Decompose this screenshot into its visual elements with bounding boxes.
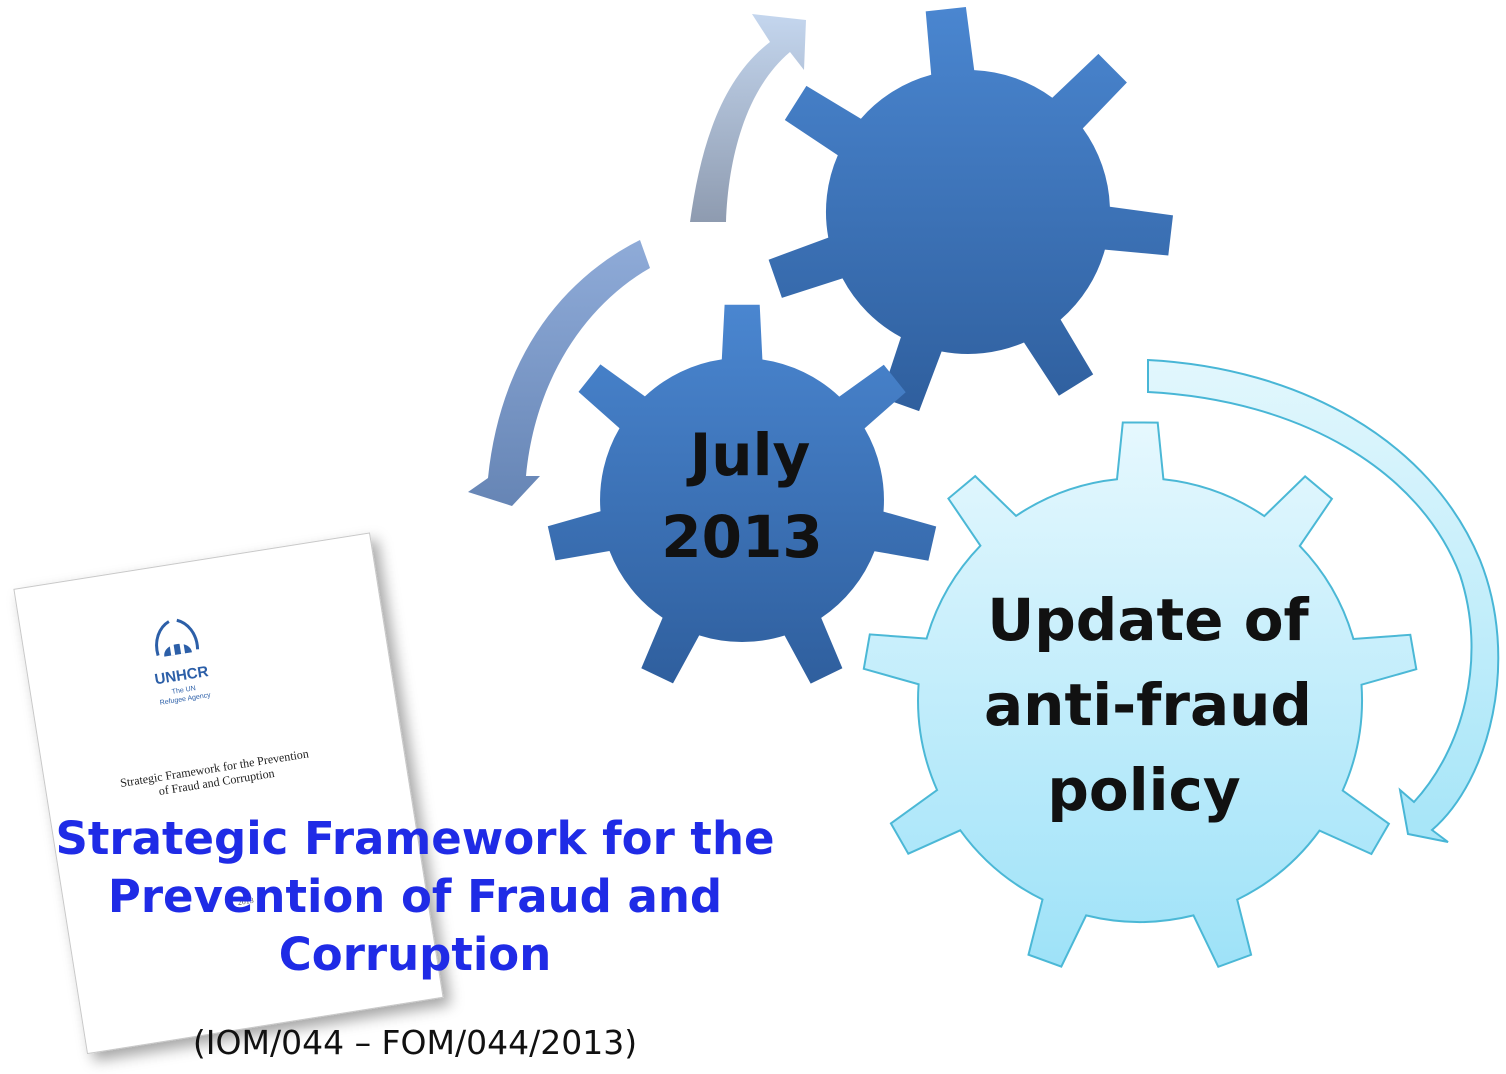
unhcr-logo-icon [155,618,200,657]
arrow-right-curve [1147,358,1500,843]
gear-right-label-line1: Update of [987,586,1309,654]
arrow-left-curve [468,240,650,506]
document-thumbnail: UNHCR The UN Refugee Agency Strategic Fr… [13,532,444,1055]
gear-middle-label-line2: 2013 [661,503,822,571]
document-page [13,532,444,1055]
arrow-top-curve [690,14,806,222]
gear-right-shape [862,421,1418,969]
gear-top-shape [768,7,1173,412]
gear-right-label-line2: anti-fraud [984,671,1312,739]
caption-title-line1: Strategic Framework for the [55,812,775,865]
gear-top [768,7,1173,412]
caption-reference: (IOM/044 – FOM/044/2013) [192,1023,638,1062]
gear-update-policy [862,421,1418,969]
gear-right-label-line3: policy [1047,756,1240,824]
gear-july-2013 [547,304,937,684]
caption-title-line3: Corruption [278,928,552,981]
document-footer-text: 2013 [237,896,254,907]
document-logo-sub-line1: The UN [171,685,196,696]
caption-title-line2: Prevention of Fraud and [107,870,723,923]
gear-middle-shape [547,304,937,684]
gear-middle-label-line1: July [686,421,811,489]
caption-title: Strategic Framework for the Prevention o… [40,810,790,984]
